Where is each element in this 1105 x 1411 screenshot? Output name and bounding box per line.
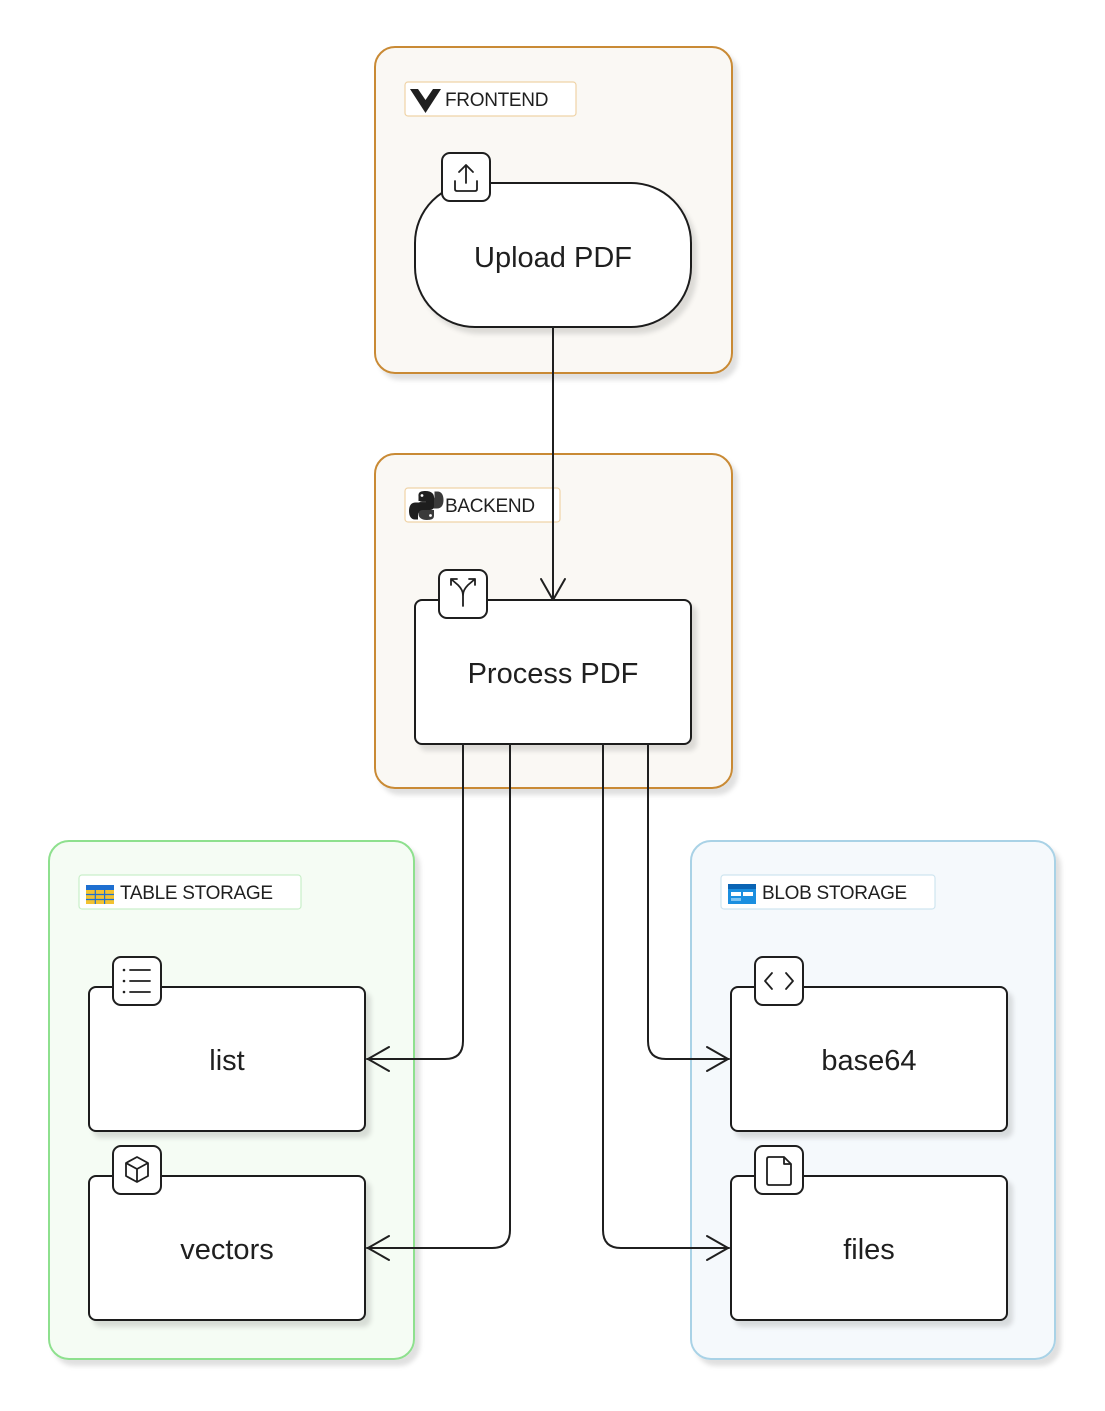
files-label: files [843, 1234, 895, 1266]
backend-group-header: BACKEND [404, 487, 561, 523]
edge-process-to-files[interactable] [602, 743, 730, 1261]
blob-storage-group-label: BLOB STORAGE [762, 883, 907, 904]
file-icon [754, 1145, 804, 1195]
list-node[interactable]: list [88, 956, 366, 1132]
vectors-label: vectors [180, 1234, 273, 1266]
process-pdf-node[interactable]: Process PDF [414, 569, 692, 745]
upload-icon [441, 152, 491, 202]
code-brackets-icon [754, 956, 804, 1006]
backend-group-label: BACKEND [445, 496, 535, 517]
blob-storage-group-header: BLOB STORAGE [720, 874, 936, 910]
blob-storage-label-box [720, 874, 936, 910]
backend-label-box [404, 487, 561, 523]
frontend-group-label: FRONTEND [445, 90, 548, 111]
table-storage-label-box [78, 874, 302, 910]
python-logo-icon [409, 491, 444, 520]
vectors-node[interactable]: vectors [88, 1145, 366, 1321]
list-label: list [209, 1045, 244, 1077]
base64-shape [730, 986, 1008, 1132]
process-pdf-label: Process PDF [468, 658, 639, 690]
base64-label: base64 [821, 1045, 916, 1077]
vue-logo-icon [410, 89, 441, 113]
edge-process-to-base64[interactable] [647, 743, 730, 1072]
files-shape [730, 1175, 1008, 1321]
frontend-group-header: FRONTEND [404, 81, 577, 117]
frontend-label-box [404, 81, 577, 117]
connectors [366, 326, 730, 1261]
base64-node[interactable]: base64 [730, 956, 1008, 1132]
upload-pdf-label: Upload PDF [474, 242, 632, 274]
blob-storage-icon [728, 884, 756, 904]
edge-upload-to-process[interactable] [540, 326, 566, 601]
table-storage-group-label: TABLE STORAGE [120, 883, 273, 904]
table-storage-icon [86, 885, 114, 904]
list-shape [88, 986, 366, 1132]
upload-pdf-node[interactable]: Upload PDF [414, 152, 692, 328]
cube-icon [112, 1145, 162, 1195]
files-node[interactable]: files [730, 1145, 1008, 1321]
edge-process-to-vectors[interactable] [366, 743, 511, 1261]
vectors-shape [88, 1175, 366, 1321]
edge-process-to-list[interactable] [366, 743, 464, 1072]
table-storage-group-header: TABLE STORAGE [78, 874, 302, 910]
list-icon [112, 956, 162, 1006]
split-arrows-icon [438, 569, 488, 619]
